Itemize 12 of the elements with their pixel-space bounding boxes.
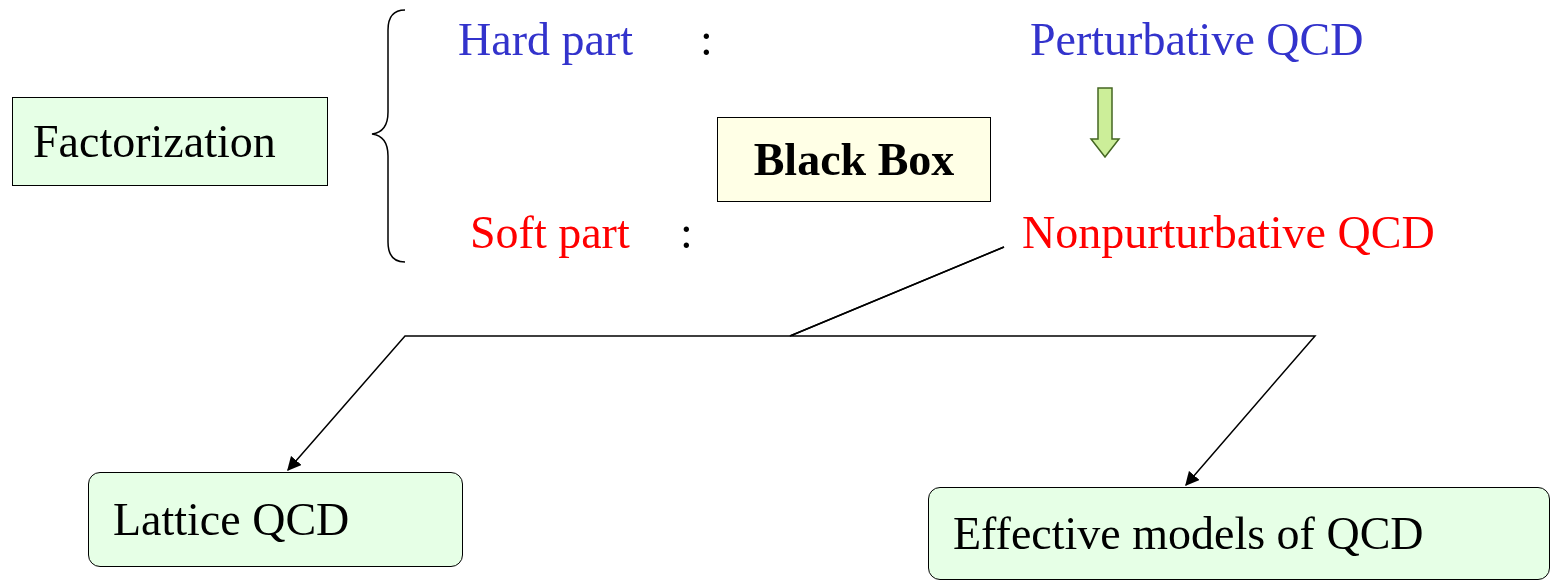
text-box: Effective models of QCD bbox=[928, 487, 1550, 580]
colon: : bbox=[700, 13, 713, 67]
part-label: Soft part bbox=[470, 206, 630, 260]
arrow bbox=[789, 246, 1317, 487]
colon: : bbox=[680, 206, 693, 260]
text-box: Lattice QCD bbox=[88, 472, 463, 567]
text-box: Factorization bbox=[12, 97, 328, 186]
text-box: Black Box bbox=[717, 117, 991, 202]
block-arrow bbox=[1089, 87, 1121, 159]
node-text: Perturbative QCD bbox=[1030, 12, 1430, 68]
node-text: Nonpurturbative QCD bbox=[1022, 205, 1514, 261]
part-label: Hard part bbox=[458, 13, 633, 67]
